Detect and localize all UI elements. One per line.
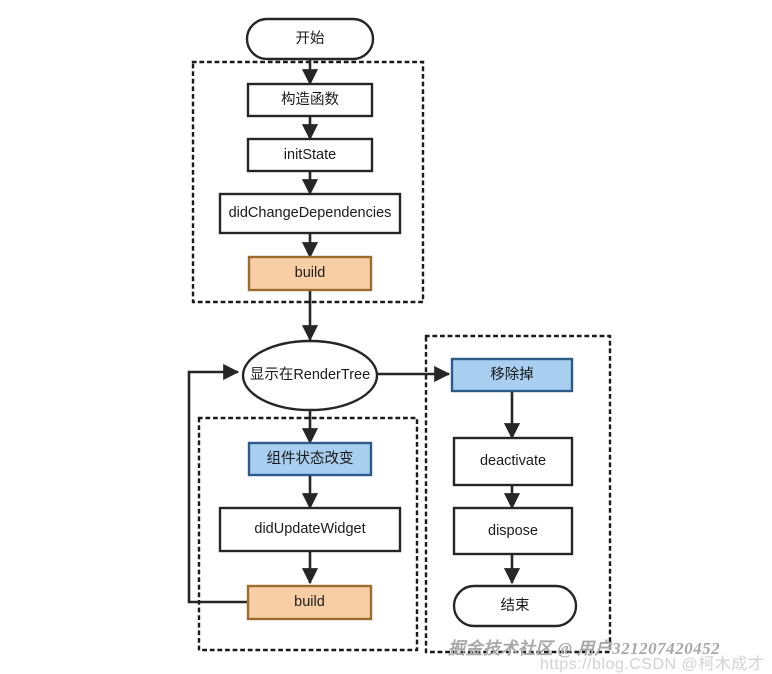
- watermark-primary: 掘金技术社区 @ 用户321207420452: [448, 639, 721, 658]
- node-shape-did-update-widget[interactable]: [218, 506, 402, 553]
- node-shape-build-top[interactable]: [247, 255, 373, 292]
- edge-build-loop-to-rendertree: [187, 363, 248, 604]
- node-shape-constructor[interactable]: [246, 82, 374, 118]
- group-box-init: [191, 60, 425, 304]
- node-shape-init-state[interactable]: [246, 137, 374, 173]
- node-shape-deactivate[interactable]: [452, 436, 574, 487]
- node-shape-did-change-dependencies[interactable]: [218, 192, 402, 235]
- node-shape-build-bottom[interactable]: [246, 584, 373, 621]
- node-shape-state-changed[interactable]: [247, 441, 373, 477]
- node-shape-start[interactable]: [245, 17, 375, 61]
- node-shape-removed[interactable]: [450, 357, 574, 393]
- group-box-update: [197, 416, 419, 652]
- group-box-destroy: [424, 334, 612, 654]
- node-shape-render-tree[interactable]: [241, 339, 379, 412]
- node-shape-dispose[interactable]: [452, 506, 574, 556]
- watermark-secondary: https://blog.CSDN @柯木成才: [540, 656, 765, 673]
- node-shape-end[interactable]: [452, 584, 578, 628]
